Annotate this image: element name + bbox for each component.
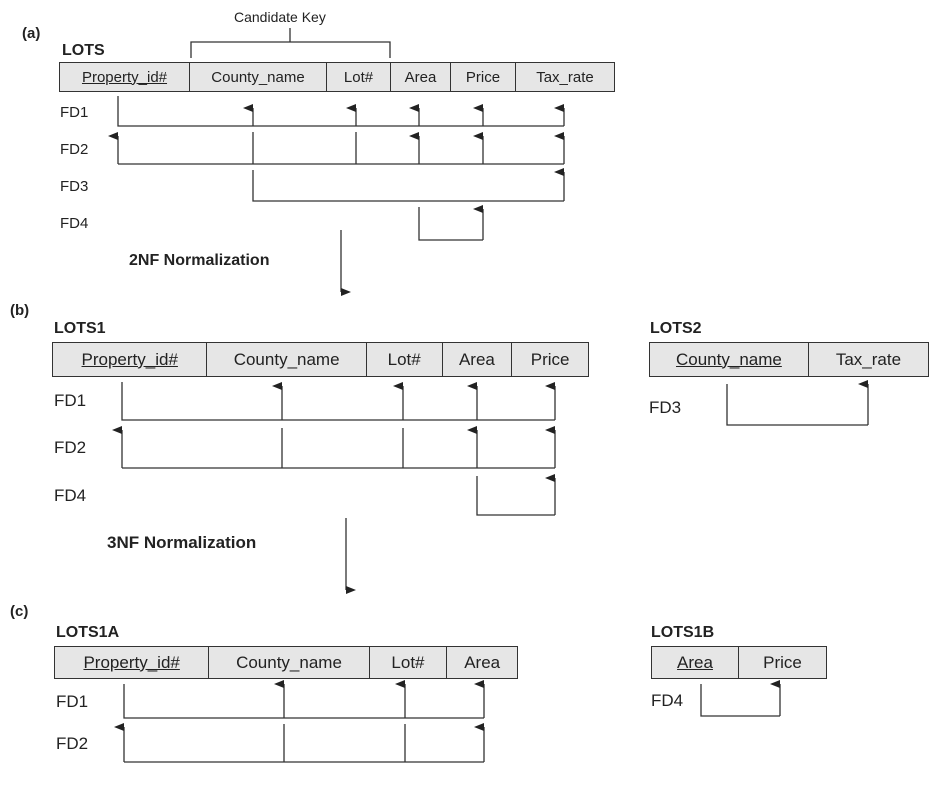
fd4-label: FD4 bbox=[60, 215, 89, 232]
fd4-label: FD4 bbox=[651, 691, 684, 710]
attr-property-id: Property_id# bbox=[60, 63, 190, 91]
attr-property-id: Property_id# bbox=[55, 647, 210, 678]
attr-property-id: Property_id# bbox=[53, 343, 208, 376]
attr-area: Area bbox=[464, 652, 501, 672]
attr-lot: Lot# bbox=[367, 343, 443, 376]
lots1a-fd2-connector bbox=[114, 723, 485, 763]
relation-lots-name: LOTS bbox=[62, 42, 105, 59]
relation-lots-table: Property_id# County_name Lot# Area Price… bbox=[59, 62, 615, 92]
attr-area: Area bbox=[443, 343, 513, 376]
attr-price: Price bbox=[763, 652, 802, 672]
relation-lots1b-table: Area Price bbox=[651, 646, 827, 679]
fd1-label: FD1 bbox=[56, 692, 89, 711]
candidate-key-label: Candidate Key bbox=[234, 9, 326, 25]
fd1-label: FD1 bbox=[60, 104, 89, 121]
candidate-key-bracket bbox=[190, 41, 391, 58]
attr-county-name: County_name bbox=[207, 343, 367, 376]
relation-lots1a-table: Property_id# County_name Lot# Area bbox=[54, 646, 518, 679]
attr-tax-rate: Tax_rate bbox=[835, 349, 902, 369]
relation-lots1-name: LOTS1 bbox=[54, 320, 106, 337]
step-2nf-label: 2NF Normalization bbox=[129, 252, 270, 269]
part-b-label: (b) bbox=[10, 302, 30, 319]
attr-price: Price bbox=[530, 349, 570, 369]
attr-county-name: County_name bbox=[650, 343, 809, 376]
fd3-label: FD3 bbox=[60, 178, 89, 195]
attr-area: Area bbox=[391, 63, 451, 91]
relation-lots1b-name: LOTS1B bbox=[651, 624, 715, 641]
attr-lot: Lot# bbox=[370, 647, 448, 678]
lots1-fd2-connector bbox=[112, 426, 556, 469]
step-3nf-label: 3NF Normalization bbox=[107, 533, 257, 552]
relation-lots2-table: County_name Tax_rate bbox=[649, 342, 929, 377]
fd4-label: FD4 bbox=[54, 486, 87, 505]
relation-lots2-name: LOTS2 bbox=[650, 320, 702, 337]
lots1a-fd1-connector bbox=[123, 680, 485, 719]
relation-lots1-table: Property_id# County_name Lot# Area Price bbox=[52, 342, 589, 377]
part-a-label: (a) bbox=[22, 25, 41, 42]
attr-price: Price bbox=[451, 63, 516, 91]
fd1-connector bbox=[117, 96, 565, 127]
attr-area: Area bbox=[652, 647, 739, 678]
attr-lot: Lot# bbox=[327, 63, 391, 91]
lots1b-fd4-connector bbox=[700, 680, 781, 717]
attr-county-name: County_name bbox=[209, 647, 370, 678]
part-c-label: (c) bbox=[10, 603, 29, 620]
attr-county-name: County_name bbox=[190, 63, 327, 91]
fd2-label: FD2 bbox=[60, 141, 89, 158]
lots2-fd3-connector bbox=[726, 380, 869, 426]
fd2-connector bbox=[108, 132, 565, 165]
fd2-label: FD2 bbox=[56, 734, 89, 753]
lots1-fd4-connector bbox=[476, 474, 556, 516]
lots1-fd1-connector bbox=[121, 382, 556, 421]
fd3-connector bbox=[252, 168, 565, 202]
relation-lots1a-name: LOTS1A bbox=[56, 624, 120, 641]
fd2-label: FD2 bbox=[54, 438, 87, 457]
fd1-label: FD1 bbox=[54, 391, 87, 410]
attr-tax-rate: Tax_rate bbox=[536, 68, 594, 86]
fd4-connector bbox=[418, 205, 484, 241]
fd3-label: FD3 bbox=[649, 398, 682, 417]
